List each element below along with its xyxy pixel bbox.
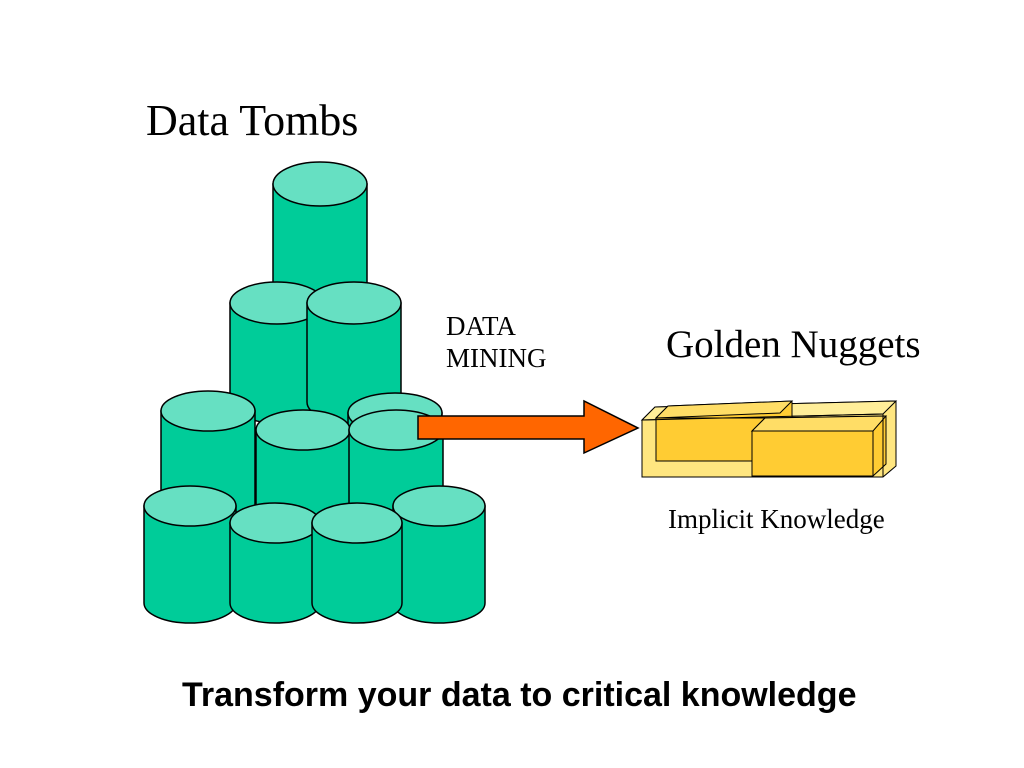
- database-cylinder-icon: [229, 502, 321, 624]
- gold-bar-front-icon: [751, 430, 874, 477]
- database-cylinder-icon: [311, 502, 403, 624]
- gold-bar-top-icon: [750, 415, 888, 432]
- gold-bar-edge: [641, 413, 884, 421]
- database-cylinder-icon: [392, 485, 486, 624]
- data-mining-label-line2: MINING: [446, 343, 547, 373]
- implicit-knowledge-label: Implicit Knowledge: [668, 504, 885, 534]
- right-arrow-icon: [417, 399, 640, 455]
- golden-nuggets-gold-bars-icon: [640, 400, 898, 478]
- database-cylinder-icon: [229, 281, 325, 424]
- data-mining-label-line1: DATA: [446, 311, 516, 341]
- database-cylinder-icon: [143, 485, 237, 624]
- golden-nuggets-title: Golden Nuggets: [666, 323, 921, 366]
- data-tombs-cylinder-pyramid: [143, 161, 486, 624]
- gold-bar-top-icon: [654, 400, 794, 419]
- data-tombs-title: Data Tombs: [146, 96, 359, 145]
- tagline: Transform your data to critical knowledg…: [182, 676, 857, 714]
- database-cylinder-icon: [272, 161, 368, 307]
- data-mining-arrow-icon: [417, 399, 640, 455]
- data-mining-label: DATA MINING: [446, 310, 547, 374]
